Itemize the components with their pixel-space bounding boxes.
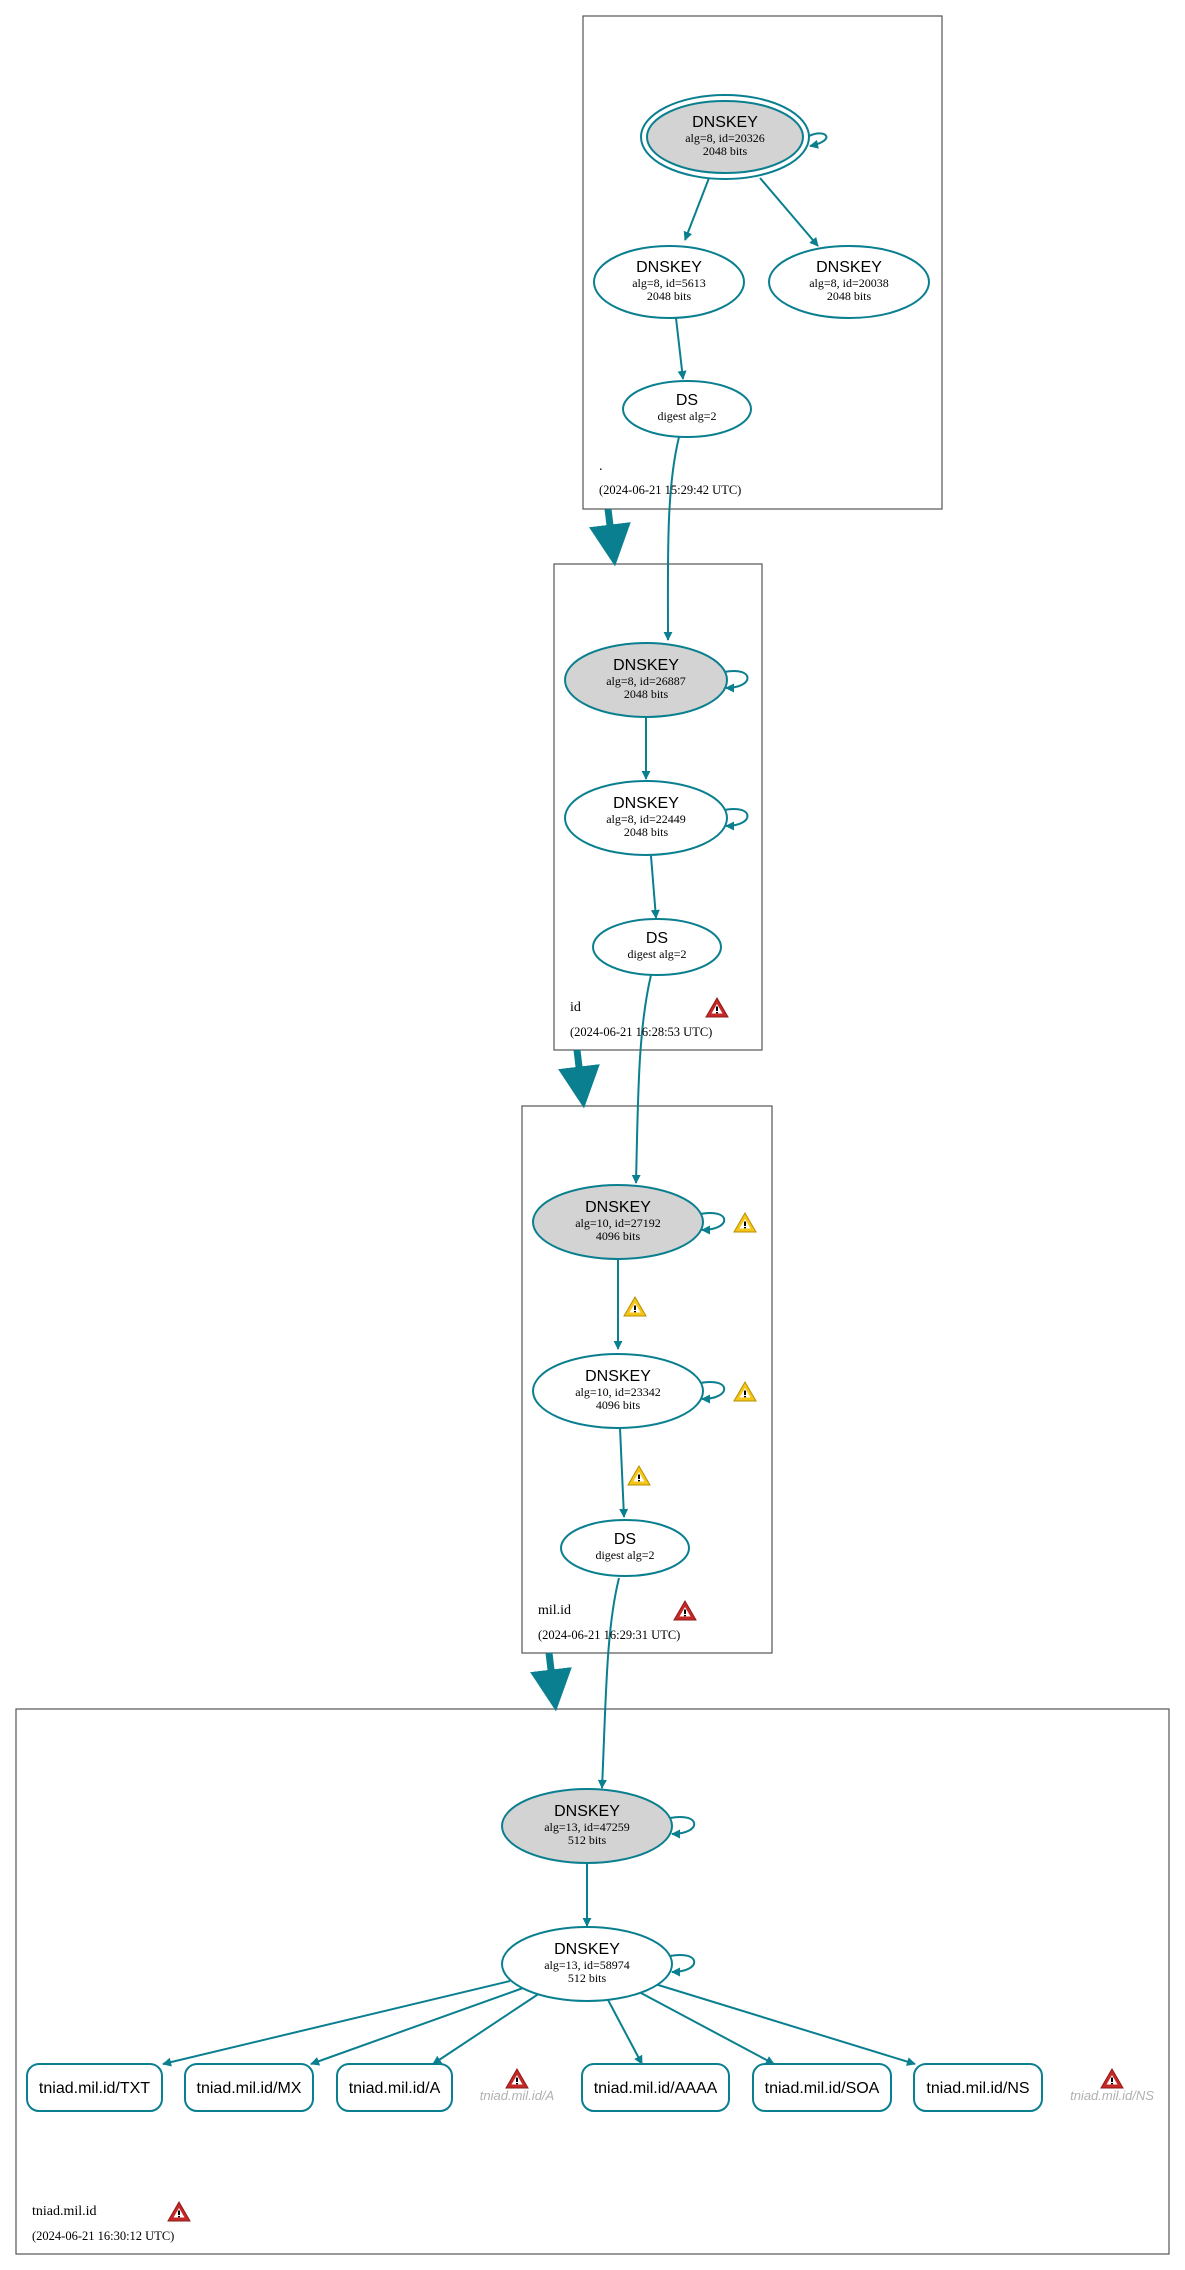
rrset-txt: tniad.mil.id/TXT	[26, 2063, 163, 2112]
node-key-id: alg=8, id=22449	[606, 812, 686, 826]
edge-zsk-soa	[640, 1992, 775, 2065]
node-mil-zsk: DNSKEY alg=10, id=23342 4096 bits	[532, 1353, 704, 1429]
node-title: DS	[676, 392, 698, 409]
node-title: DNSKEY	[585, 1368, 651, 1385]
node-title: DNSKEY	[585, 1199, 651, 1216]
node-key-size: 2048 bits	[624, 825, 669, 839]
node-title: DNSKEY	[613, 795, 679, 812]
node-title: DNSKEY	[554, 1941, 620, 1958]
node-key-size: 4096 bits	[596, 1229, 641, 1243]
node-mil-ds: DS digest alg=2	[560, 1519, 690, 1577]
zone-id-name: id	[570, 1000, 581, 1015]
edge-root-ds-id-ksk	[663, 436, 680, 641]
node-title: DS	[646, 930, 668, 947]
node-id-zsk: DNSKEY alg=8, id=22449 2048 bits	[564, 780, 728, 856]
node-key-size: 512 bits	[568, 1971, 607, 1985]
edge-root-ksk-zsk1	[683, 177, 710, 241]
rrset-label: tniad.mil.id/A	[349, 2080, 441, 2097]
node-key-id: alg=10, id=27192	[575, 1216, 661, 1230]
node-key-size: 2048 bits	[827, 289, 872, 303]
zone-tniad-name: tniad.mil.id	[32, 2204, 97, 2219]
node-mil-ksk: DNSKEY alg=10, id=27192 4096 bits	[532, 1184, 704, 1260]
edge-root-zsk1-ds	[675, 317, 687, 380]
rrset-soa: tniad.mil.id/SOA	[752, 2063, 892, 2112]
edge-mil-zsk-self	[699, 1380, 726, 1404]
node-key-size: 512 bits	[568, 1833, 607, 1847]
edge-id-ds-mil-ksk	[631, 974, 652, 1184]
rrset-label: tniad.mil.id/AAAA	[594, 2080, 718, 2097]
edge-tniad-zsk-self	[669, 1953, 696, 1977]
node-key-id: alg=10, id=23342	[575, 1385, 661, 1399]
node-key-id: alg=8, id=20326	[685, 131, 765, 145]
node-root-zsk-20038: DNSKEY alg=8, id=20038 2048 bits	[768, 245, 930, 319]
edge-id-zsk-ds	[650, 855, 660, 919]
node-key-size: 2048 bits	[624, 687, 669, 701]
edge-zsk-txt	[162, 1980, 511, 2067]
delegation-arrow-root-id	[589, 508, 631, 567]
zone-mil-id-timestamp: (2024-06-21 16:29:31 UTC)	[538, 1628, 680, 1642]
node-tniad-ksk: DNSKEY alg=13, id=47259 512 bits	[501, 1788, 673, 1864]
node-title: DNSKEY	[816, 259, 882, 276]
rrset-label: tniad.mil.id/NS	[926, 2080, 1029, 2097]
node-digest: digest alg=2	[627, 947, 686, 961]
edges	[162, 132, 916, 2067]
rrset-ns: tniad.mil.id/NS	[913, 2063, 1043, 2112]
zone-mil-id-name: mil.id	[538, 1603, 571, 1618]
node-key-id: alg=13, id=58974	[544, 1958, 630, 1972]
rrset-label: tniad.mil.id/SOA	[765, 2080, 880, 2097]
edge-id-zsk-self	[723, 807, 749, 831]
node-title: DNSKEY	[613, 657, 679, 674]
node-digest: digest alg=2	[657, 409, 716, 423]
zone-root-timestamp: (2024-06-21 15:29:42 UTC)	[599, 483, 741, 497]
edge-zsk-a	[432, 1992, 541, 2065]
node-key-size: 4096 bits	[596, 1398, 641, 1412]
rrset-ns-error: tniad.mil.id/NS	[1070, 2068, 1154, 2103]
rrset-label: tniad.mil.id/MX	[197, 2080, 302, 2097]
node-tniad-zsk: DNSKEY alg=13, id=58974 512 bits	[501, 1926, 673, 2002]
edge-mil-ds-tniad-ksk	[597, 1577, 620, 1789]
node-title: DNSKEY	[554, 1803, 620, 1820]
edge-root-ksk-zsk2	[759, 177, 819, 247]
node-id-ksk: DNSKEY alg=8, id=26887 2048 bits	[564, 642, 728, 718]
node-key-id: alg=8, id=20038	[809, 276, 889, 290]
rrset-a-error: tniad.mil.id/A	[480, 2068, 554, 2103]
node-key-size: 2048 bits	[703, 144, 748, 158]
edge-mil-ksk-self	[699, 1211, 726, 1235]
rrset-label: tniad.mil.id/TXT	[39, 2080, 150, 2097]
node-title: DNSKEY	[692, 114, 758, 131]
delegation-arrow-id-mil	[558, 1049, 600, 1109]
zone-root-name: .	[599, 459, 603, 474]
rrset-ghost-label: tniad.mil.id/A	[480, 2088, 554, 2103]
node-key-id: alg=8, id=26887	[606, 674, 686, 688]
edge-mil-zsk-ds	[619, 1427, 629, 1518]
zone-id-timestamp: (2024-06-21 16:28:53 UTC)	[570, 1025, 712, 1039]
node-root-ksk: DNSKEY alg=8, id=20326 2048 bits	[640, 94, 810, 180]
edge-id-ksk-self	[723, 669, 749, 693]
node-key-size: 2048 bits	[647, 289, 692, 303]
rrset-mx: tniad.mil.id/MX	[184, 2063, 314, 2112]
node-title: DS	[614, 1531, 636, 1548]
edge-zsk-aaaa	[606, 1997, 643, 2065]
node-root-ds: DS digest alg=2	[622, 380, 752, 438]
node-key-id: alg=8, id=5613	[632, 276, 706, 290]
node-id-ds: DS digest alg=2	[592, 918, 722, 976]
rrset-ghost-label: tniad.mil.id/NS	[1070, 2088, 1154, 2103]
edge-zsk-mx	[310, 1987, 524, 2066]
rrset-a: tniad.mil.id/A	[336, 2063, 453, 2112]
rrset-aaaa: tniad.mil.id/AAAA	[581, 2063, 730, 2112]
node-digest: digest alg=2	[595, 1548, 654, 1562]
edge-root-ksk-self	[808, 132, 828, 149]
edge-tniad-ksk-self	[669, 1815, 696, 1839]
node-root-zsk-5613: DNSKEY alg=8, id=5613 2048 bits	[593, 245, 745, 319]
delegation-arrow-mil-tniad	[530, 1652, 572, 1712]
zone-tniad-timestamp: (2024-06-21 16:30:12 UTC)	[32, 2229, 174, 2243]
node-title: DNSKEY	[636, 259, 702, 276]
edge-zsk-ns	[654, 1983, 916, 2066]
node-key-id: alg=13, id=47259	[544, 1820, 630, 1834]
